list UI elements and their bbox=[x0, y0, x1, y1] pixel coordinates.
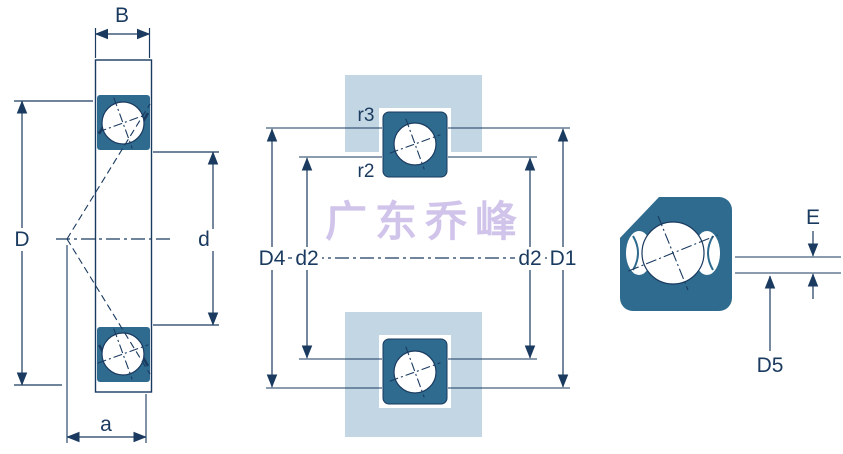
ball bbox=[101, 332, 145, 376]
label-r3: r3 bbox=[358, 105, 375, 126]
ball bbox=[393, 350, 437, 394]
label-a: a bbox=[100, 413, 112, 436]
cage-claw-left bbox=[632, 235, 639, 271]
dimension-labels: D4 d2 d2 D1 r3 r2 bbox=[256, 105, 579, 270]
dimension-B: B bbox=[94, 4, 151, 58]
label-d: d bbox=[198, 228, 210, 251]
label-D5: D5 bbox=[757, 354, 784, 377]
label-d2-left: d2 bbox=[295, 247, 318, 270]
left-view-bearing-section: B D d a bbox=[10, 4, 219, 443]
dimension-d: d bbox=[153, 151, 219, 326]
watermark-text: 广东乔峰 bbox=[325, 198, 525, 245]
cage-claw-right bbox=[707, 235, 714, 271]
dimension-a: a bbox=[66, 245, 147, 443]
ball bbox=[101, 101, 145, 145]
label-d2-right: d2 bbox=[518, 247, 541, 270]
dimension-D: D bbox=[10, 100, 93, 386]
middle-view-mounting-section: 广东乔峰 D4 d2 d2 D1 r3 r2 bbox=[256, 75, 579, 437]
label-D: D bbox=[14, 228, 29, 251]
contact-angle-lines bbox=[66, 103, 151, 375]
outer-ring-chamfer bbox=[618, 196, 660, 240]
label-D1: D1 bbox=[550, 247, 577, 270]
label-r2: r2 bbox=[358, 161, 375, 182]
bottom-ring-section bbox=[97, 327, 150, 382]
label-E: E bbox=[806, 206, 820, 229]
ball bbox=[393, 122, 437, 166]
label-D4: D4 bbox=[259, 247, 286, 270]
dimension-D5: D5 bbox=[757, 275, 784, 377]
extension-lines bbox=[266, 127, 570, 389]
bearing-bottom bbox=[382, 338, 448, 405]
dimension-E: E bbox=[735, 206, 841, 299]
right-view-bearing: E D5 bbox=[618, 196, 841, 377]
bearing-top bbox=[382, 111, 448, 178]
label-B: B bbox=[115, 4, 129, 27]
top-ring-section bbox=[97, 95, 150, 150]
